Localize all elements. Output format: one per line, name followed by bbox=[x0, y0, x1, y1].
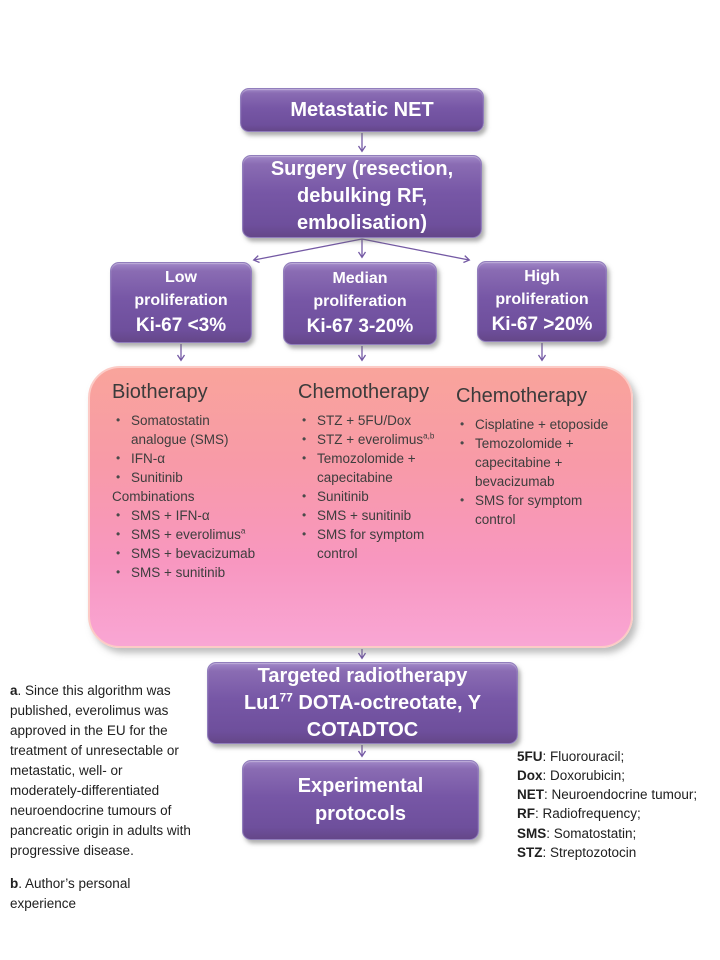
list-item: Temozolomide + capecitabine bbox=[298, 449, 456, 487]
footnote-b-text: . Author’s personal experience bbox=[10, 876, 131, 911]
chemotherapy-mid-title: Chemotherapy bbox=[298, 381, 430, 403]
prolif-line: High bbox=[524, 268, 560, 285]
prolif-line: proliferation bbox=[134, 292, 228, 309]
list-item: Cisplatine + etoposide bbox=[456, 415, 624, 434]
legend-item: SMS: Somatostatin; bbox=[517, 825, 637, 841]
chemotherapy-right-column: Chemotherapy Cisplatine + etoposide Temo… bbox=[456, 384, 624, 529]
targeted-line2: Lu177 DOTA-octreotate, Y bbox=[243, 689, 482, 714]
experimental-protocols-box: Experimental protocols bbox=[242, 760, 479, 840]
arrow-surgery-to-low bbox=[252, 238, 363, 264]
legend-item: NET: Neuroendocrine tumour; bbox=[517, 787, 698, 803]
chemotherapy-right-list: Cisplatine + etoposide Temozolomide + ca… bbox=[456, 415, 624, 529]
surgery-line: debulking RF, bbox=[297, 185, 427, 207]
median-proliferation-box: Median proliferation Ki-67 3-20% bbox=[283, 262, 437, 345]
list-item: Temozolomide + capecitabine + bevacizuma… bbox=[456, 434, 624, 491]
legend-item: Dox: Doxorubicin; bbox=[517, 768, 626, 784]
list-item: STZ + everolimusa,b bbox=[298, 430, 456, 449]
ki67-value: Ki-67 3-20% bbox=[306, 316, 414, 337]
ki67-value: Ki-67 <3% bbox=[135, 315, 227, 336]
legend-item: RF: Radiofrequency; bbox=[517, 806, 641, 822]
list-item: SMS for symptom control bbox=[298, 525, 456, 563]
list-item: STZ + 5FU/Dox bbox=[298, 411, 456, 430]
prolif-line: Low bbox=[165, 269, 197, 286]
metastatic-net-box: Metastatic NET bbox=[240, 88, 484, 132]
biotherapy-column: Biotherapy Somatostatin analogue (SMS) I… bbox=[112, 380, 264, 582]
low-proliferation-box: Low proliferation Ki-67 <3% bbox=[110, 262, 252, 343]
abbreviation-legend: 5FU: Fluorouracil; Dox: Doxorubicin; NET… bbox=[517, 747, 717, 862]
list-item: SMS + bevacizumab bbox=[112, 544, 264, 563]
high-proliferation-box: High proliferation Ki-67 >20% bbox=[477, 261, 607, 342]
list-item: SMS + IFN-α bbox=[112, 506, 264, 525]
list-item: SMS + sunitinib bbox=[112, 563, 264, 582]
footnote-a-text: . Since this algorithm was published, ev… bbox=[10, 683, 191, 858]
targeted-line1: Targeted radiotherapy bbox=[257, 664, 468, 687]
list-item: Combinations bbox=[112, 489, 195, 504]
ki67-value: Ki-67 >20% bbox=[491, 314, 593, 335]
list-item: SMS + sunitinib bbox=[298, 506, 456, 525]
chemotherapy-mid-column: Chemotherapy STZ + 5FU/Dox STZ + everoli… bbox=[298, 380, 456, 563]
prolif-line: proliferation bbox=[313, 293, 407, 310]
biotherapy-list: Somatostatin analogue (SMS) IFN-α Suniti… bbox=[112, 411, 264, 582]
footnote-a-label: a bbox=[10, 683, 18, 698]
surgery-line: embolisation) bbox=[296, 212, 427, 234]
metastatic-net-label: Metastatic NET bbox=[290, 98, 434, 121]
arrow-surgery-to-high bbox=[361, 238, 471, 264]
list-item: Somatostatin analogue (SMS) bbox=[112, 411, 264, 449]
surgery-line: Surgery (resection, bbox=[270, 158, 454, 180]
chemotherapy-mid-list: STZ + 5FU/Dox STZ + everolimusa,b Temozo… bbox=[298, 411, 456, 563]
prolif-line: Median bbox=[332, 270, 388, 287]
list-item: Sunitinib bbox=[112, 468, 264, 487]
list-item: SMS + everolimusa bbox=[112, 525, 264, 544]
treatment-panel: Biotherapy Somatostatin analogue (SMS) I… bbox=[88, 366, 633, 648]
list-item: SMS for symptom control bbox=[456, 491, 624, 529]
surgery-box: Surgery (resection, debulking RF, emboli… bbox=[242, 155, 482, 238]
footnote-b: b. Author’s personal experience bbox=[10, 874, 196, 914]
list-item: IFN-α bbox=[112, 449, 264, 468]
prolif-line: proliferation bbox=[495, 291, 589, 308]
legend-item: 5FU: Fluorouracil; bbox=[517, 749, 625, 764]
biotherapy-title: Biotherapy bbox=[112, 381, 208, 403]
footnote-a: a. Since this algorithm was published, e… bbox=[10, 681, 196, 861]
targeted-line3: COTADTOC bbox=[306, 718, 419, 741]
chemotherapy-right-title: Chemotherapy bbox=[456, 385, 588, 407]
experimental-line: Experimental bbox=[297, 775, 424, 797]
experimental-line: protocols bbox=[314, 803, 407, 825]
legend-item: STZ: Streptozotocin bbox=[517, 844, 637, 860]
footnote-b-label: b bbox=[10, 876, 19, 891]
targeted-radiotherapy-box: Targeted radiotherapy Lu177 DOTA-octreot… bbox=[207, 662, 518, 744]
list-item: Sunitinib bbox=[298, 487, 456, 506]
